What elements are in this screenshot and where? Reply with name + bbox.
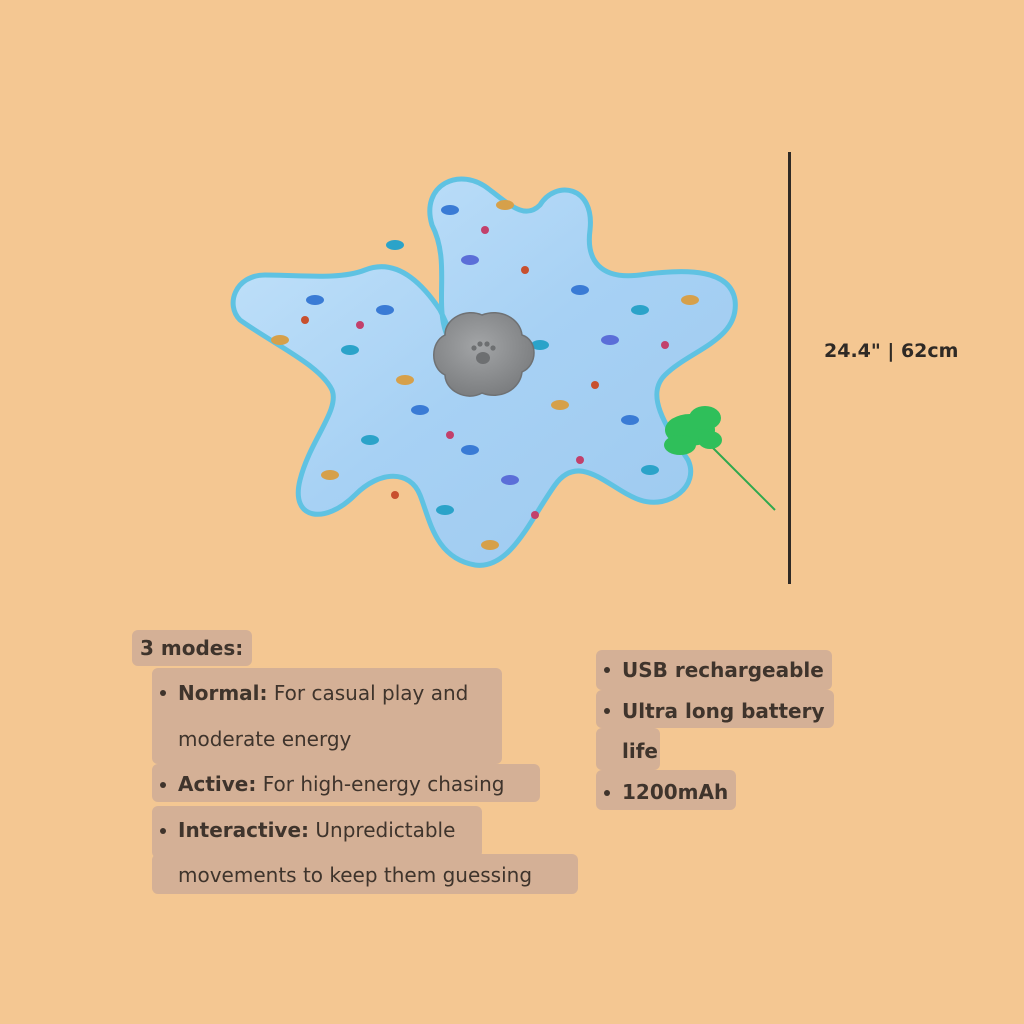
mode-active-name: Active:	[178, 772, 257, 796]
cat-toy-mat-illustration	[230, 176, 776, 568]
feature-battery-2: life	[622, 739, 658, 763]
mode-interactive-name: Interactive:	[178, 818, 310, 842]
mode-normal: Normal: For casual play and	[178, 681, 468, 705]
bullet-icon	[160, 782, 166, 788]
bullet-icon	[604, 708, 610, 714]
mode-interactive: Interactive: Unpredictable	[178, 818, 455, 842]
mode-interactive-desc-2: movements to keep them guessing	[178, 863, 533, 887]
mode-normal-name: Normal:	[178, 681, 268, 705]
modes-heading-highlight	[132, 630, 252, 666]
mode-normal-desc-1: For casual play and	[273, 681, 469, 705]
modes-highlight-1	[152, 668, 502, 764]
bullet-icon	[160, 690, 166, 696]
mode-interactive-desc-1: Unpredictable	[315, 818, 456, 842]
dimension-line	[788, 152, 791, 584]
motor-hub	[433, 312, 535, 397]
feature-battery-1: Ultra long battery	[622, 699, 825, 723]
feather-wand	[664, 406, 776, 511]
mode-normal-desc-2: moderate energy	[178, 727, 352, 751]
bullet-icon	[604, 667, 610, 673]
features-highlight-3	[596, 728, 660, 770]
modes-highlight-4	[152, 854, 578, 894]
features-highlight-4	[596, 770, 736, 810]
fish-pattern	[271, 200, 699, 550]
paw-icon	[471, 341, 496, 364]
mode-active: Active: For high-energy chasing	[178, 772, 504, 796]
features-highlight-1	[596, 650, 832, 690]
modes-heading: 3 modes:	[140, 636, 244, 660]
dimension-label: 24.4" | 62cm	[824, 340, 959, 362]
bullet-icon	[160, 828, 166, 834]
bullet-icon	[604, 790, 610, 796]
feature-usb: USB rechargeable	[622, 658, 824, 682]
modes-highlight-3	[152, 806, 482, 858]
mode-active-desc: For high-energy chasing	[262, 772, 505, 796]
feature-capacity: 1200mAh	[622, 780, 729, 804]
features-highlight-2	[596, 690, 834, 728]
modes-highlight-2	[152, 764, 540, 802]
starfish-pattern	[301, 226, 669, 519]
